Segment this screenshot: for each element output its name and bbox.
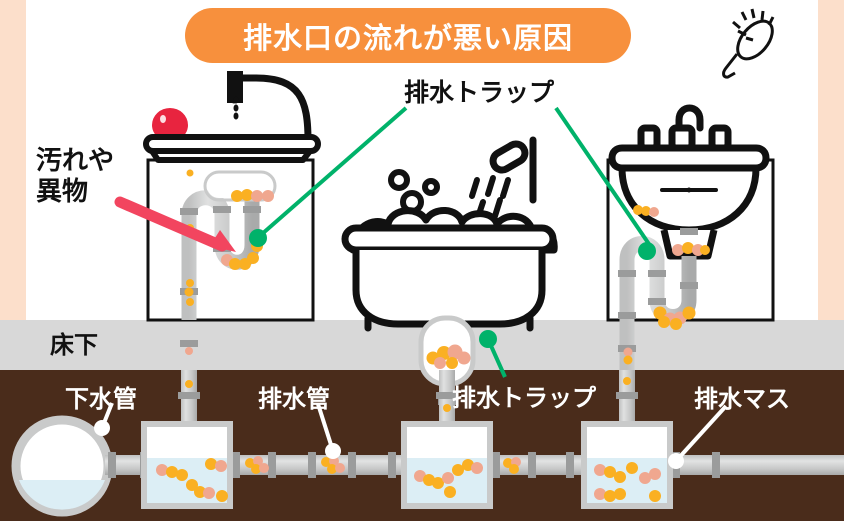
- washbasin-trap-dot: [638, 242, 656, 260]
- water-drops-icon: [233, 96, 239, 120]
- label-drain-pipe: 排水管: [258, 385, 330, 413]
- hairbrush-icon: [722, 8, 775, 79]
- label-under-floor: 床下: [50, 331, 98, 359]
- underfloor-band: [0, 320, 844, 370]
- kitchen-faucet-icon: [230, 74, 312, 144]
- apple-icon: [152, 108, 188, 147]
- diagram-title-pill: 排水口の流れが悪い原因: [185, 8, 631, 63]
- left-decorative-band: [0, 0, 26, 370]
- washbasin-drain-debris: [672, 242, 710, 256]
- label-drain-basin: 排水マス: [694, 385, 790, 413]
- shower-head-icon: [489, 136, 537, 204]
- label-drain-trap-lower: 排水トラップ: [452, 384, 596, 412]
- soap-bubbles-icon: [388, 169, 440, 214]
- kitchen-s-trap-pipe: [181, 190, 260, 320]
- label-dirt-and-debris: 汚れや 異物: [36, 146, 115, 207]
- right-decorative-band: [818, 0, 844, 370]
- dirt-arrow: [114, 196, 236, 252]
- washbasin-faucet-icon: [637, 104, 732, 152]
- label-drain-trap-upper: 排水トラップ: [404, 78, 555, 107]
- shower-water-icon: [469, 175, 511, 220]
- label-sewer-pipe: 下水管: [65, 385, 137, 413]
- kitchen-trap-dot: [249, 229, 267, 247]
- kitchen-counter: [143, 134, 321, 163]
- bath-foam: [349, 207, 558, 254]
- washbasin-bowl: [608, 144, 770, 234]
- page-title: 排水口の流れが悪い原因: [242, 20, 573, 55]
